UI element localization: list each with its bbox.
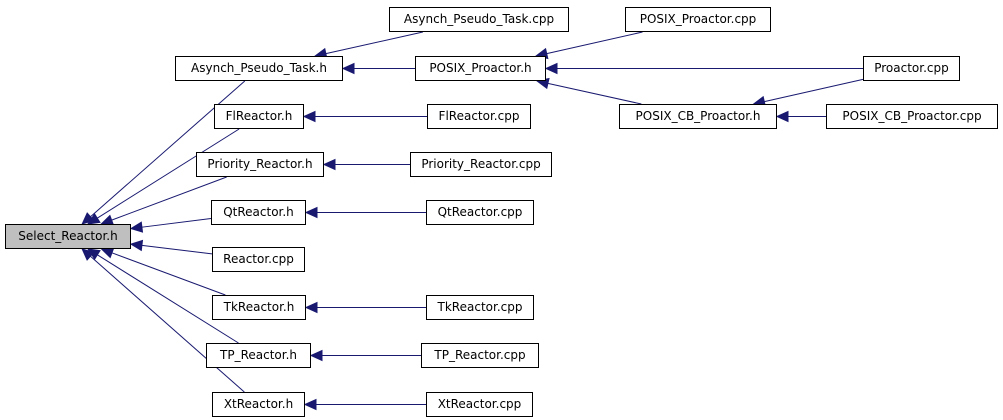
edge-arrowhead	[129, 239, 144, 252]
edge-line	[764, 78, 864, 103]
node-tkreactor-h[interactable]: TkReactor.h	[212, 295, 306, 320]
node-asynch-pseudo-task-h[interactable]: Asynch_Pseudo_Task.h	[175, 56, 343, 81]
edge-line	[90, 80, 246, 218]
dependency-edge	[129, 217, 212, 233]
edge-line	[96, 128, 240, 219]
node-posix-cb-proactor-h[interactable]: POSIX_CB_Proactor.h	[619, 104, 777, 129]
dependency-edge	[309, 349, 421, 362]
edge-line	[547, 82, 642, 105]
edge-arrowhead	[304, 206, 318, 219]
node-posix-proactor-h[interactable]: POSIX_Proactor.h	[415, 56, 546, 81]
node-qtreactor-h[interactable]: QtReactor.h	[211, 200, 306, 225]
edge-arrowhead	[303, 398, 317, 411]
node-xtreactor-h[interactable]: XtReactor.h	[212, 392, 305, 417]
dependency-edge	[304, 301, 426, 314]
dependency-edge	[322, 158, 410, 171]
edge-line	[141, 244, 213, 255]
node-flreactor-h[interactable]: FlReactor.h	[214, 104, 304, 129]
node-priority-reactor-h[interactable]: Priority_Reactor.h	[196, 152, 324, 177]
edge-line	[141, 217, 212, 228]
edge-arrowhead	[129, 221, 144, 233]
dependency-edge	[303, 398, 426, 411]
dependency-edge	[81, 248, 245, 393]
edge-arrowhead	[544, 62, 558, 75]
dependency-edge	[544, 62, 863, 75]
node-flreactor-cpp[interactable]: FlReactor.cpp	[427, 104, 531, 129]
edge-arrowhead	[309, 349, 323, 362]
dependency-edge	[313, 31, 423, 60]
dependency-edge	[302, 110, 427, 123]
dependency-edge	[86, 128, 240, 225]
node-asynch-pseudo-task-cpp[interactable]: Asynch_Pseudo_Task.cpp	[389, 7, 569, 32]
node-posix-proactor-cpp[interactable]: POSIX_Proactor.cpp	[625, 7, 771, 32]
node-tp-reactor-h[interactable]: TP_Reactor.h	[206, 343, 311, 368]
node-select-reactor-h: Select_Reactor.h	[5, 224, 131, 249]
edge-line	[111, 176, 227, 221]
dependency-edge	[752, 78, 864, 108]
edge-arrowhead	[322, 158, 336, 171]
edge-arrowhead	[341, 62, 355, 75]
dependency-edge	[775, 110, 826, 123]
edge-arrowhead	[81, 248, 95, 261]
node-qtreactor-cpp[interactable]: QtReactor.cpp	[426, 200, 534, 225]
dependency-edge	[304, 206, 426, 219]
dependency-edge	[341, 62, 415, 75]
edge-line	[325, 31, 423, 55]
dependency-edge	[129, 239, 213, 255]
node-tkreactor-cpp[interactable]: TkReactor.cpp	[426, 295, 534, 320]
dependency-edge	[535, 77, 642, 105]
edge-line	[97, 254, 239, 344]
edge-line	[546, 31, 643, 55]
dependency-edge	[534, 31, 643, 60]
edge-arrowhead	[304, 301, 318, 314]
edge-arrowhead	[86, 212, 101, 225]
edge-arrowhead	[302, 110, 316, 123]
dependency-edge	[100, 176, 227, 226]
edge-line	[90, 255, 245, 393]
node-posix-cb-proactor-cpp[interactable]: POSIX_CB_Proactor.cpp	[826, 104, 998, 129]
edge-arrowhead	[775, 110, 789, 123]
dependency-edge	[100, 247, 226, 296]
edge-arrowhead	[100, 247, 115, 259]
node-priority-reactor-cpp[interactable]: Priority_Reactor.cpp	[410, 152, 552, 177]
node-tp-reactor-cpp[interactable]: TP_Reactor.cpp	[421, 343, 539, 368]
edge-line	[111, 252, 226, 296]
node-xtreactor-cpp[interactable]: XtReactor.cpp	[426, 392, 533, 417]
node-proactor-cpp[interactable]: Proactor.cpp	[863, 56, 960, 81]
node-reactor-cpp[interactable]: Reactor.cpp	[212, 247, 305, 272]
